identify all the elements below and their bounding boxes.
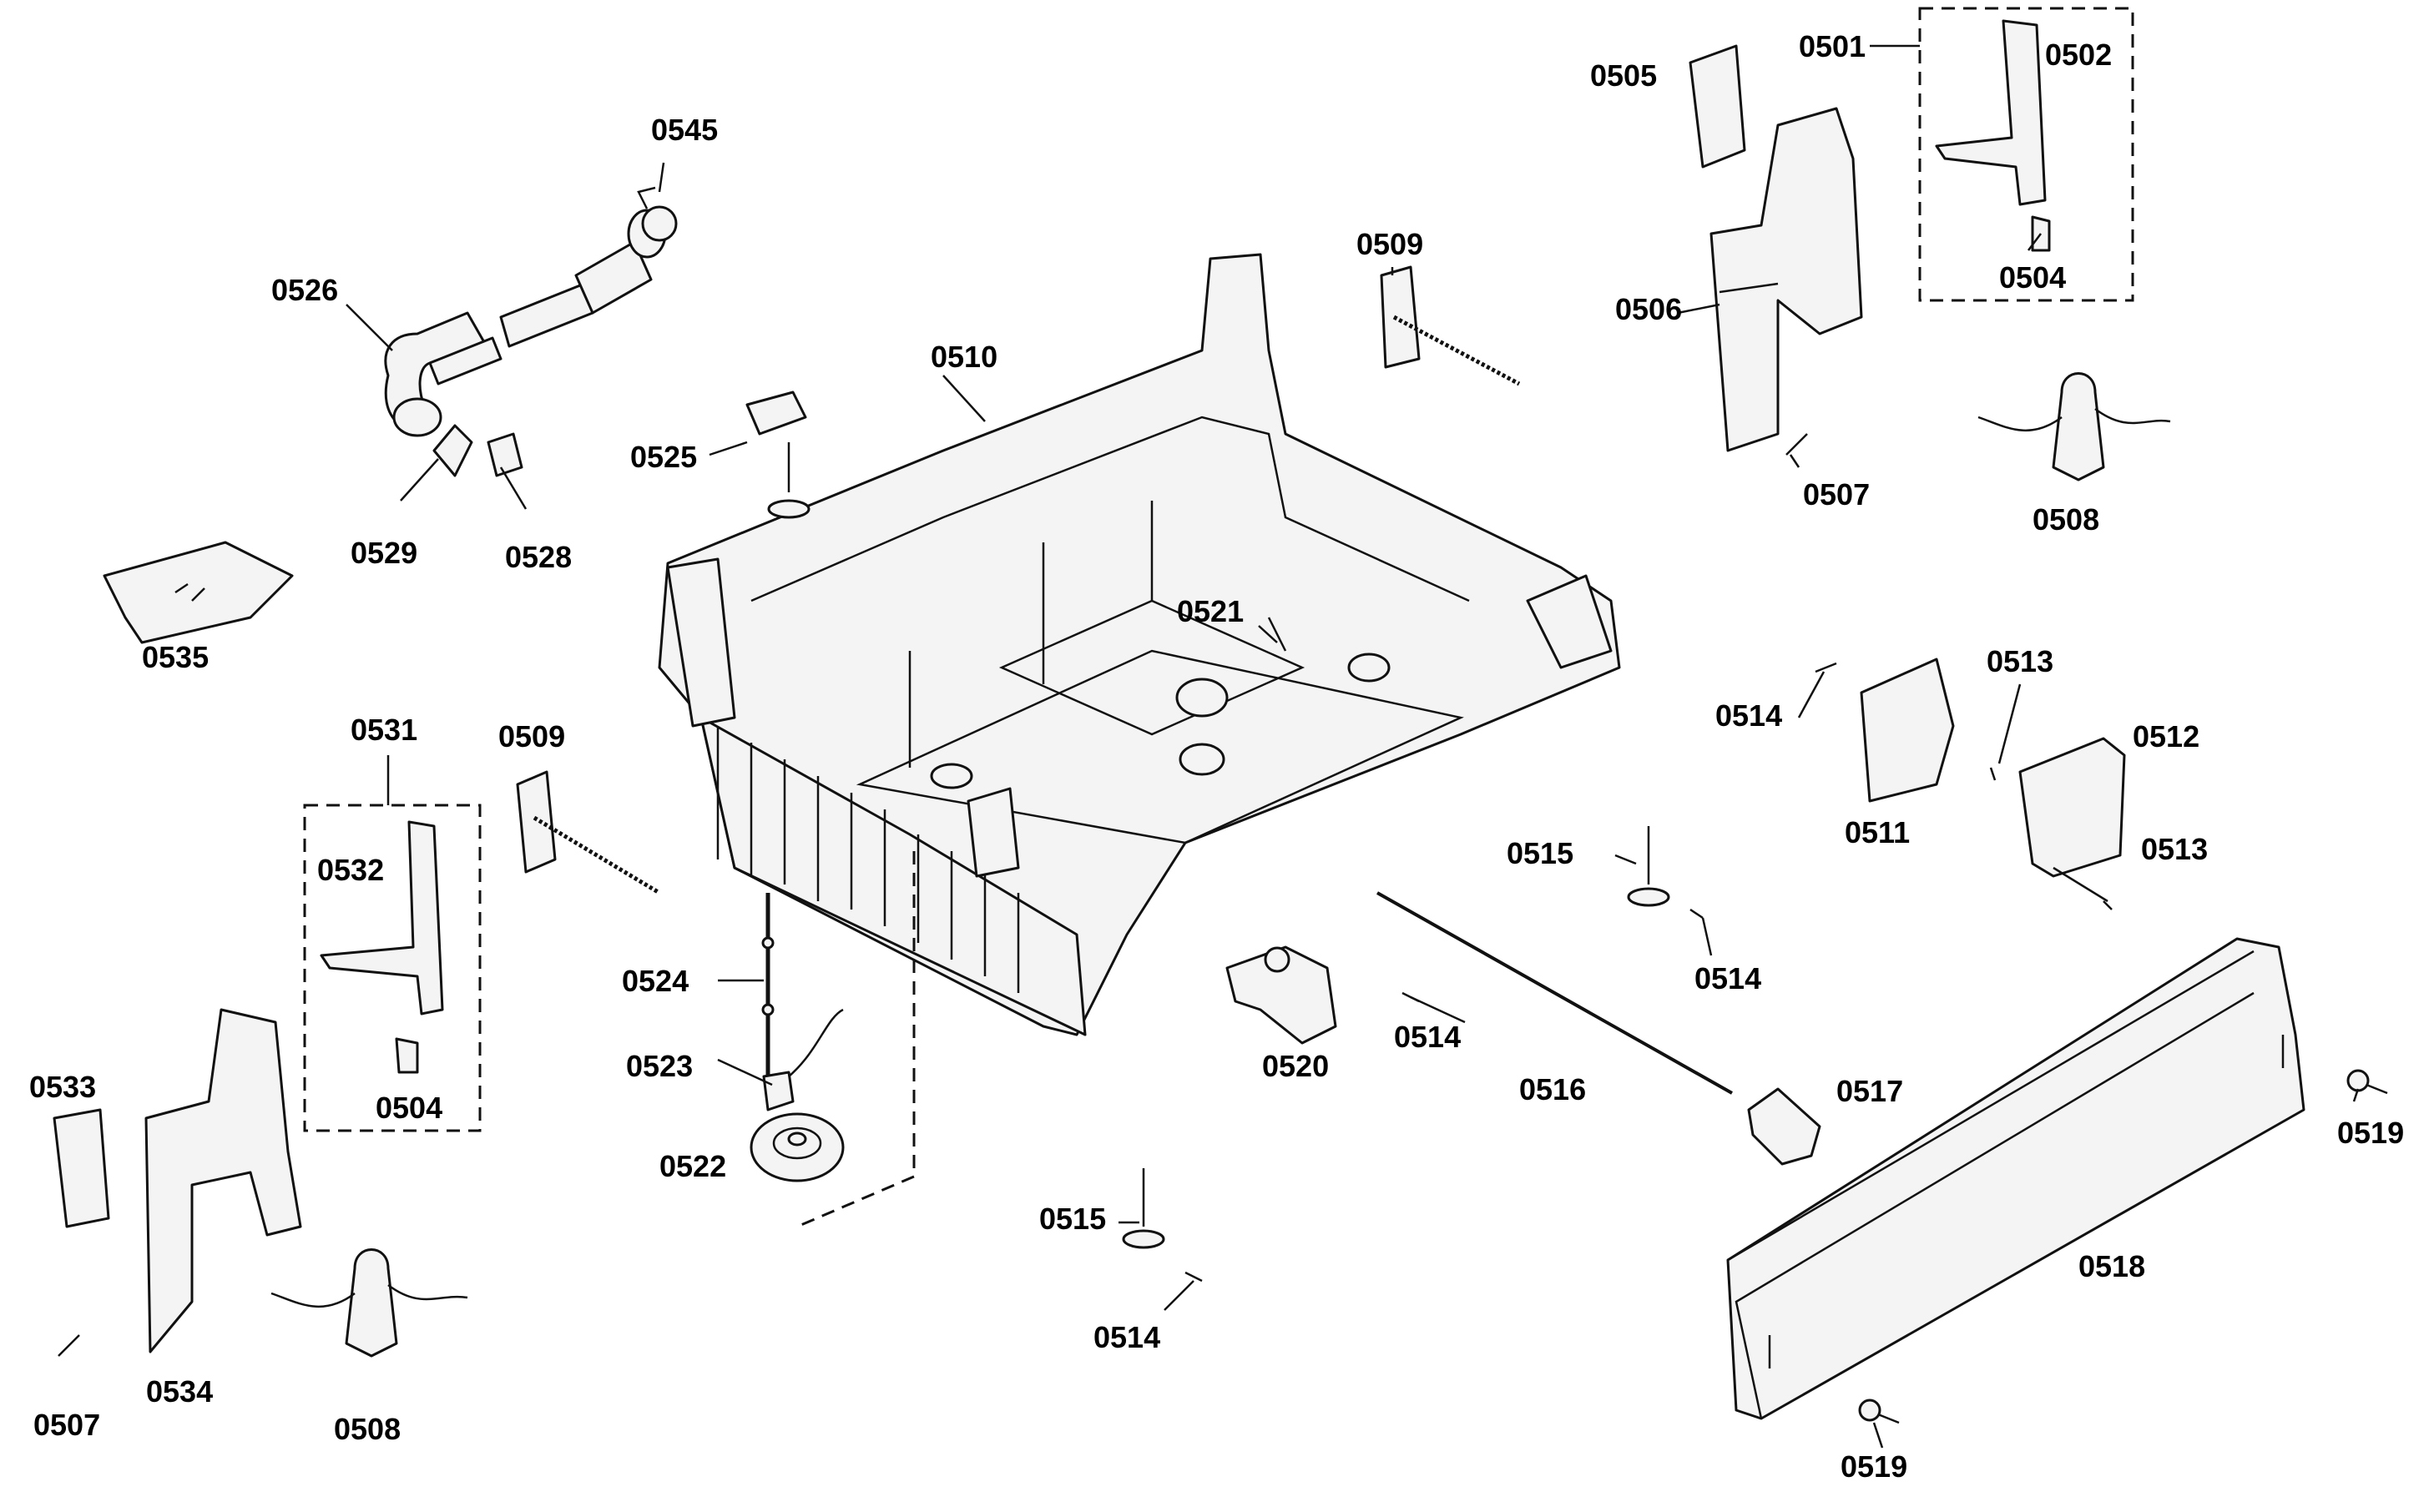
screw-part-0514-a — [1815, 662, 1837, 673]
label-0514-center: 0514 — [1394, 1020, 1461, 1054]
cable-pulley-part-0508-left — [270, 1248, 468, 1358]
hose-holder-part-0528 — [487, 432, 523, 477]
label-0501: 0501 — [1799, 29, 1866, 63]
label-0513-bottom: 0513 — [2141, 832, 2208, 866]
hose-clip-part-0529 — [432, 424, 473, 477]
label-0507-top: 0507 — [1803, 477, 1870, 512]
spring-part-0509-left — [516, 770, 661, 895]
label-0509-left: 0509 — [498, 719, 565, 753]
housing-part-0511 — [1860, 658, 1955, 803]
label-0522: 0522 — [659, 1149, 726, 1183]
label-0516: 0516 — [1519, 1072, 1586, 1106]
label-0514-mid: 0514 — [1694, 961, 1761, 995]
hinge-bracket-part-0534 — [144, 1008, 302, 1353]
bracket-part-0505 — [1689, 44, 1746, 169]
label-0523: 0523 — [626, 1049, 693, 1083]
spray-tube-part-0524 — [761, 893, 775, 1085]
label-0515-right: 0515 — [1507, 836, 1573, 870]
sensor-part-0523 — [762, 1008, 844, 1111]
label-0524: 0524 — [622, 964, 689, 998]
label-0514-bottom: 0514 — [1093, 1320, 1160, 1354]
hinge-bracket-part-0506 — [1709, 107, 1863, 452]
screw-part-0519-bottom — [1858, 1399, 1900, 1424]
label-0517: 0517 — [1836, 1074, 1903, 1108]
hinge-part-0532 — [320, 820, 444, 1074]
label-0534: 0534 — [146, 1374, 213, 1409]
label-0510: 0510 — [931, 340, 997, 374]
label-0509-top: 0509 — [1356, 227, 1423, 261]
label-0518: 0518 — [2078, 1249, 2145, 1283]
pump-part-0521 — [1267, 617, 1287, 652]
dashed-box-0501 — [1918, 7, 2134, 302]
label-0531: 0531 — [351, 713, 417, 747]
label-0508-bottom: 0508 — [334, 1412, 401, 1446]
label-0506: 0506 — [1615, 292, 1682, 326]
label-0519-right: 0519 — [2337, 1116, 2404, 1150]
label-0515-left: 0515 — [1039, 1202, 1106, 1236]
screw-part-0513-b — [2103, 900, 2113, 910]
label-0512: 0512 — [2133, 719, 2199, 753]
foot-part-0515-left — [1122, 1168, 1165, 1249]
cover-part-0512 — [2018, 737, 2126, 878]
label-0505: 0505 — [1590, 58, 1657, 93]
label-0526: 0526 — [271, 273, 338, 307]
knob-part-0517 — [1747, 1087, 1821, 1166]
rod-part-0516 — [1376, 891, 1733, 1095]
screw-part-0507-right — [1785, 433, 1808, 456]
label-0533: 0533 — [29, 1070, 96, 1104]
label-0521: 0521 — [1177, 594, 1244, 628]
label-0504-left: 0504 — [376, 1091, 442, 1125]
spring-part-0509-top — [1380, 265, 1521, 386]
switch-part-0525 — [745, 391, 811, 519]
label-0502: 0502 — [2045, 38, 2112, 72]
cover-part-0533 — [53, 1108, 110, 1228]
label-0545: 0545 — [651, 113, 718, 147]
label-0528: 0528 — [505, 540, 572, 574]
label-0504-top: 0504 — [1999, 260, 2066, 295]
label-0535: 0535 — [142, 640, 209, 674]
cable-pulley-part-0508-right — [1977, 372, 2171, 481]
screw-part-0519-right — [2346, 1069, 2388, 1095]
screw-part-0513-a — [1989, 767, 1997, 781]
label-0514-right: 0514 — [1715, 698, 1782, 733]
label-0520: 0520 — [1262, 1049, 1329, 1083]
label-0519-bottom: 0519 — [1841, 1449, 1907, 1484]
base-tub-part — [658, 253, 1621, 1036]
hinge-part-0502 — [1935, 19, 2051, 252]
label-0507-bottom: 0507 — [33, 1408, 100, 1442]
dashed-box-0531 — [303, 804, 482, 1132]
filter-part-0522 — [750, 1112, 845, 1182]
screw-part-0514-b — [1689, 908, 1704, 920]
valve-part-0520 — [1225, 945, 1337, 1045]
screw-part-0507-left — [58, 1334, 80, 1357]
hose-clamp-part-0545 — [637, 186, 678, 242]
foot-part-0515-right — [1627, 826, 1670, 907]
label-0508-top: 0508 — [2033, 502, 2099, 537]
screw-bag-part-0535 — [103, 541, 294, 644]
leader-lines — [346, 44, 2360, 1449]
label-0529: 0529 — [351, 536, 417, 570]
label-0511: 0511 — [1845, 815, 1910, 849]
label-0513-top: 0513 — [1987, 644, 2053, 678]
label-0525: 0525 — [630, 440, 697, 474]
label-0532: 0532 — [317, 853, 384, 887]
drain-hose-part — [384, 209, 667, 437]
screw-part-0514-d — [1184, 1271, 1203, 1283]
kick-panel-part-0518 — [1726, 937, 2305, 1420]
